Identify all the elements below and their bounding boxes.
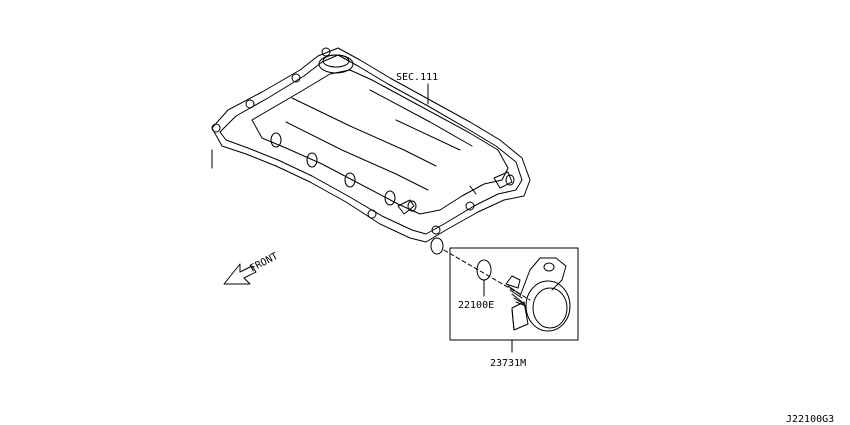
camshaft-position-sensor [505,257,571,332]
section-ref-label: SEC.111 [396,72,438,83]
figure-code: J22100G3 [786,414,834,425]
sensor-part-label: 23731M [490,358,526,369]
cover-gasket-flange [211,47,531,243]
sensor-callout-box [449,247,579,341]
sensor-position-dash [443,249,531,301]
pcv-fitting-right [493,171,513,189]
cover-ridge-lower [285,121,429,191]
pcv-fitting-left [397,199,415,215]
cover-o-ring [430,237,444,255]
front-arrow [223,263,257,285]
front-label: FRONT [248,251,280,275]
cover-flange-inner [219,54,523,235]
cover-ridge-upper [291,97,437,167]
cover-body [251,69,509,215]
seal-ring-22100E [476,259,492,281]
valve-cover [211,47,531,243]
seal-part-label: 22100E [458,300,494,311]
